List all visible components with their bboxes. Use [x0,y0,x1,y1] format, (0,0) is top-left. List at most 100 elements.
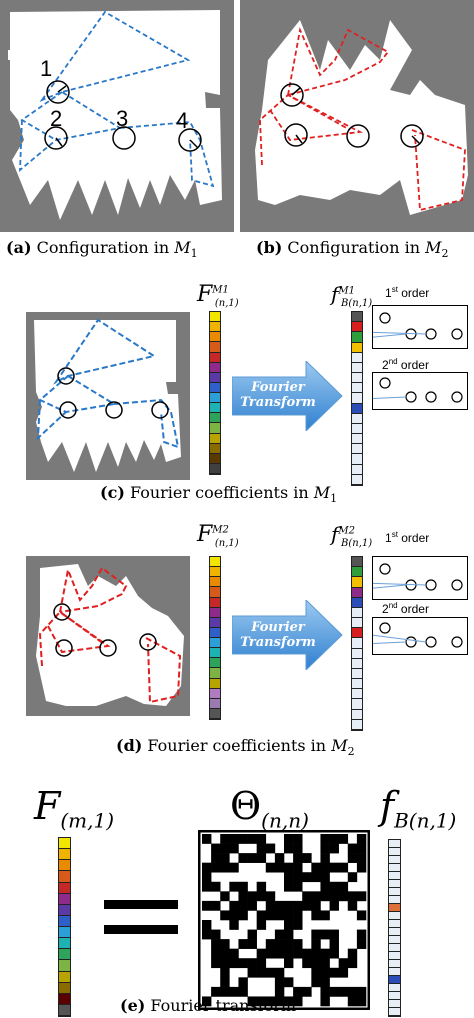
map-fourier-m2 [26,556,190,716]
vector-cell [210,627,220,638]
vector-cell [210,463,220,474]
vector-cell [352,464,362,475]
vector-cell [352,322,362,333]
theta-matrix [198,830,370,1010]
vector-cell [389,1000,400,1008]
vector-cell [210,678,220,689]
vector-cell [59,849,70,861]
vector-cell [352,668,362,680]
second-order-box-d [362,617,468,655]
vector-cell [210,453,220,464]
f-m2-symbol: fM2B(n,1) [331,522,373,549]
vector-cell [210,312,220,323]
vector-cell [352,709,362,720]
vector-cell [389,848,400,856]
caption-a: (a) Configuration in M1 [6,238,198,261]
vector-cell [210,403,220,414]
vector-cell [59,871,70,883]
vector-cell [352,413,362,424]
vector-cell [210,668,220,679]
vector-cell [389,936,400,944]
vector-cell [352,577,362,588]
vector-cell [352,658,362,669]
vector-cell [59,927,70,939]
F-m1-equation-symbol: F(m,1) [34,784,115,833]
node-label-1: 1 [40,56,53,81]
vector-cell [352,352,362,363]
vector-cell [210,577,220,588]
vector-cell [389,944,400,952]
vector-cell [210,433,220,444]
f-B-equation-vector [388,839,401,1017]
fourier-transform-arrow-c [232,361,343,431]
vector-cell [210,587,220,598]
vector-cell [59,993,70,1005]
vector-cell [59,971,70,983]
vector-cell [210,393,220,404]
vector-cell [210,597,220,608]
vector-cell [389,920,400,928]
vector-cell [352,332,362,343]
vector-cell [389,976,400,984]
vector-cell [389,856,400,864]
F-equation-vector [58,837,71,1017]
vector-cell [352,607,362,619]
vector-cell [352,557,362,568]
second-order-label-c: 2nd order [382,357,429,372]
vector-cell [389,928,400,936]
vector-cell [210,382,220,393]
first-order-label-c: 1st order [385,285,430,300]
second-order-label-d: 2nd order [382,601,429,616]
vector-cell [210,648,220,659]
vector-cell [352,362,362,374]
vector-cell [352,393,362,404]
caption-e: (e) Fourier transform [120,996,297,1015]
vector-cell [389,904,400,912]
vector-cell [210,372,220,383]
vector-cell [389,872,400,880]
node-label-4: 4 [176,108,189,133]
vector-cell [389,888,400,896]
vector-cell [389,840,400,848]
vector-cell [59,893,70,905]
vector-cell [352,373,362,384]
vector-cell [352,342,362,353]
vector-cell [352,567,362,578]
node-label-3: 3 [116,106,129,131]
vector-cell [59,938,70,950]
vector-cell [59,915,70,927]
first-order-box-d [362,556,468,600]
vector-cell [59,1004,70,1016]
vector-cell [210,557,220,568]
vector-cell [389,992,400,1000]
vector-cell [389,1008,400,1016]
vector-cell [210,638,220,649]
vector-cell [210,688,220,699]
vector-cell [352,597,362,608]
vector-cell [59,949,70,961]
vector-cell [210,362,220,373]
equals-sign [104,900,178,934]
vector-cell [59,882,70,894]
first-order-label-d: 1st order [385,530,430,545]
vector-cell [352,638,362,649]
vector-cell [352,679,362,690]
vector-cell [352,444,362,455]
vector-cell [352,403,362,414]
caption-d: (d) Fourier coefficients in M2 [116,736,355,759]
vector-cell [389,960,400,968]
vector-cell [210,567,220,578]
vector-cell [210,342,220,353]
vector-cell [59,960,70,972]
vector-cell [210,423,220,434]
vector-cell [352,689,362,700]
vector-cell [352,423,362,435]
vector-cell [352,618,362,629]
f-B-equation-symbol: fB(n,1) [380,784,457,833]
vector-cell [352,648,362,659]
first-order-box-c [362,305,468,349]
vector-cell [352,454,362,465]
vector-cell [352,628,362,639]
